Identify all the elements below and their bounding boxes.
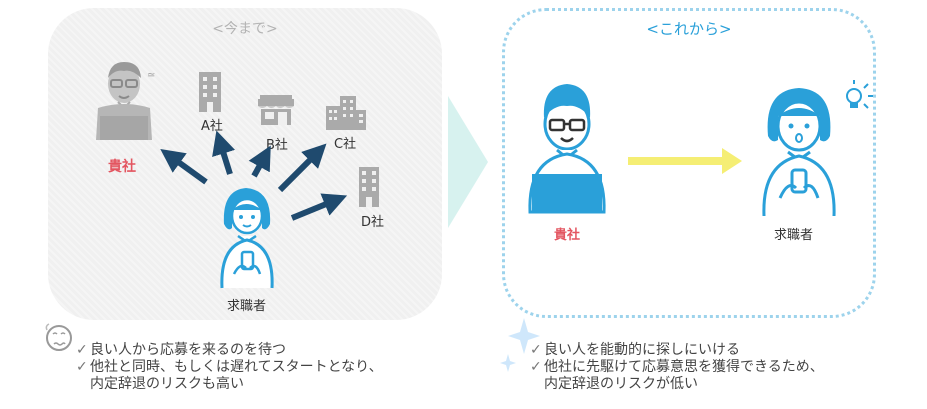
building-icon	[199, 72, 221, 112]
arrow-to-a	[212, 130, 236, 175]
arrow-to-d	[290, 193, 348, 221]
chevron-arrow	[448, 96, 488, 228]
check-icon: ✓	[530, 342, 542, 358]
yellow-arrow	[628, 148, 742, 174]
check-icon: ✓	[76, 359, 88, 375]
svg-text:≃: ≃	[147, 70, 155, 81]
company-d-label: D社	[361, 215, 385, 230]
after-note-2: ✓他社に先駆けて応募意思を獲得できるため、	[530, 359, 824, 375]
before-note-2: ✓他社と同時、もしくは遅れてスタートとなり、	[76, 359, 383, 375]
before-title: <今まで>	[212, 21, 278, 37]
before-note-3: 内定辞退のリスクも高い	[90, 376, 244, 392]
building-icon	[326, 96, 366, 130]
shop-icon	[258, 95, 294, 125]
before-notes: ✓良い人から応募を来るのを待つ ✓他社と同時、もしくは遅れてスタートとなり、 内…	[76, 342, 383, 393]
after-notes: ✓良い人を能動的に探しにいける ✓他社に先駆けて応募意思を獲得できるため、 内定…	[530, 342, 824, 393]
company-b-label: B社	[266, 138, 288, 153]
confused-face-icon	[45, 323, 72, 351]
sparkle-icon	[500, 318, 540, 372]
company-person-icon: ≃	[96, 62, 155, 140]
before-panel	[48, 8, 442, 320]
arrow-to-c	[277, 143, 327, 193]
check-icon: ✓	[76, 342, 88, 358]
job-seeker-icon	[220, 188, 274, 289]
company-c-label: C社	[334, 137, 357, 152]
building-icon	[359, 167, 379, 207]
arrow-to-company	[160, 148, 208, 185]
after-company-label: 貴社	[554, 228, 581, 243]
job-seeker-icon	[762, 88, 836, 217]
after-title: <これから>	[646, 20, 732, 38]
outgoing-arrows	[160, 130, 348, 221]
company-a-label: A社	[201, 119, 223, 134]
company-person-icon	[528, 84, 606, 214]
before-note-1: ✓良い人から応募を来るのを待つ	[76, 342, 286, 358]
before-seeker-label: 求職者	[227, 299, 267, 314]
after-note-3: 内定辞退のリスクが低い	[544, 376, 698, 392]
arrow-to-b	[248, 145, 271, 178]
after-seeker-label: 求職者	[774, 228, 814, 243]
check-icon: ✓	[530, 359, 542, 375]
before-company-label: 貴社	[108, 159, 136, 175]
after-note-1: ✓良い人を能動的に探しにいける	[530, 342, 740, 358]
lightbulb-icon	[846, 80, 873, 109]
